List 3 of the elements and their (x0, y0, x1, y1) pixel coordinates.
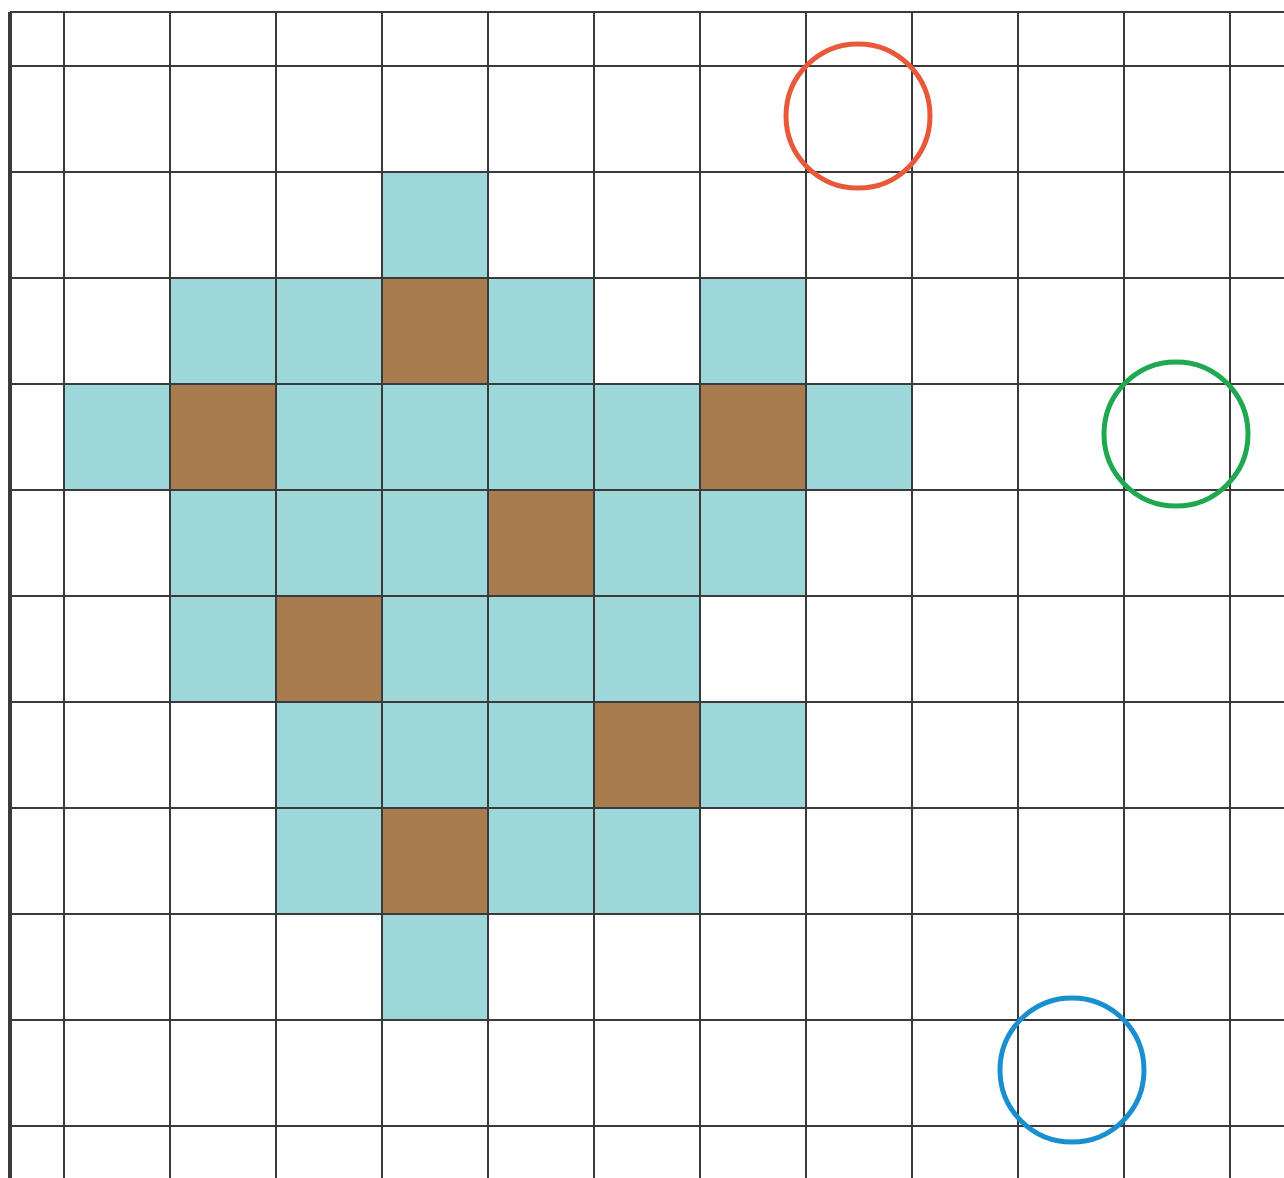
circle-marker (1101, 359, 1251, 509)
circle-marker (997, 995, 1147, 1145)
circle-marker (783, 41, 933, 191)
